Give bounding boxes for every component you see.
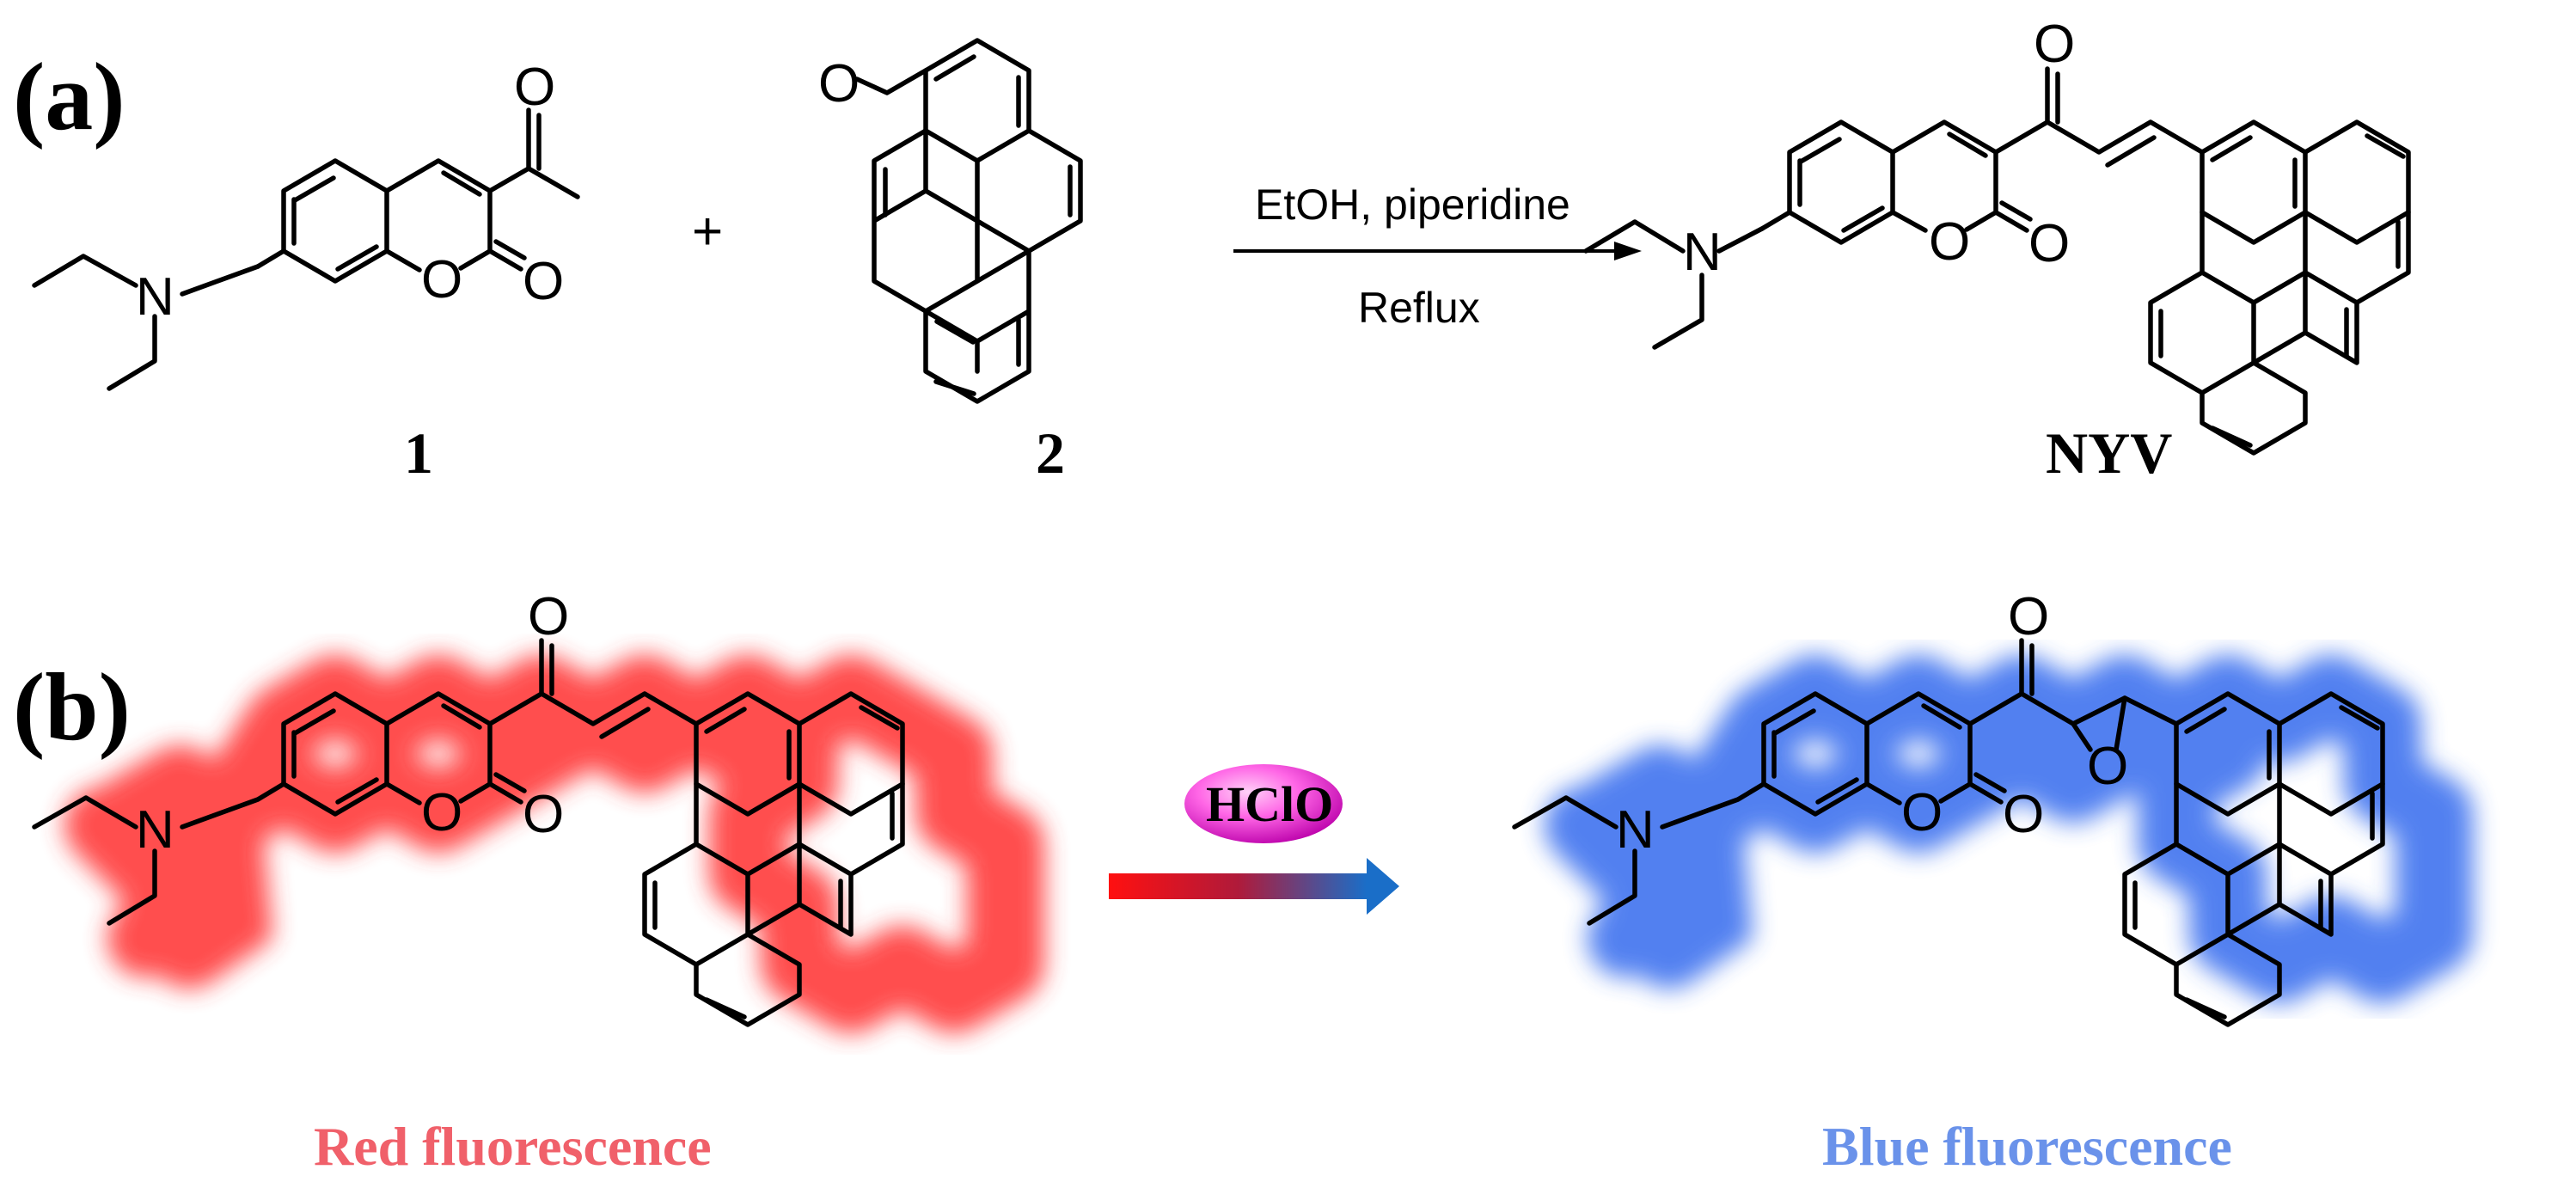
reaction-arrow-a <box>1233 242 1642 260</box>
acetyl-oxygen-atom: O <box>514 58 555 117</box>
ketone-oxygen-atom: O <box>2008 587 2049 646</box>
lactone-carbonyl-oxygen-atom: O <box>2028 214 2070 273</box>
panel-label-b: (b) <box>13 654 131 761</box>
compound-1-structure: N O O O <box>32 58 580 391</box>
nitrogen-atom: N <box>1683 223 1722 282</box>
condition-reflux: Reflux <box>1358 284 1480 332</box>
ring-oxygen-atom: O <box>1929 212 1970 272</box>
panel-label-a: (a) <box>13 44 125 150</box>
ring-oxygen-atom: O <box>1901 783 1943 842</box>
product-nyv-structure: N O O O <box>1583 15 2411 456</box>
hclo-reagent-badge: HClO <box>1184 764 1343 843</box>
epoxide-oxygen-atom: O <box>2087 737 2128 796</box>
red-fluorescence-caption: Red fluorescence <box>314 1116 712 1177</box>
aldehyde-oxygen-atom: O <box>818 54 860 113</box>
compound-2-label: 2 <box>1036 420 1065 486</box>
carbonyl-oxygen-atom: O <box>523 252 564 311</box>
compound-1-label: 1 <box>404 420 433 486</box>
transformation-arrow <box>1109 858 1399 915</box>
enone-oxygen-atom: O <box>2034 15 2075 74</box>
compound-2-structure: O <box>818 38 1083 404</box>
lactone-carbonyl-oxygen-atom: O <box>523 785 564 844</box>
product-label: NYV <box>2046 420 2172 486</box>
enone-oxygen-atom: O <box>528 587 569 646</box>
plus-sign: + <box>692 202 723 261</box>
red-glow-halo <box>64 655 1044 1033</box>
lactone-carbonyl-oxygen-atom: O <box>2003 785 2044 844</box>
blue-fluorescence-caption: Blue fluorescence <box>1822 1116 2232 1177</box>
nyv-red-fluorescent: N O O O <box>32 587 1044 1033</box>
ring-oxygen-atom: O <box>421 783 462 842</box>
nitrogen-atom: N <box>136 267 174 327</box>
nitrogen-atom: N <box>1616 800 1655 860</box>
ring-oxygen-atom: O <box>421 250 462 309</box>
nitrogen-atom: N <box>136 800 174 860</box>
condition-solvent-catalyst: EtOH, piperidine <box>1255 181 1570 229</box>
epoxide-blue-fluorescent: N O O O O <box>1512 587 2473 1027</box>
hclo-label: HClO <box>1206 776 1333 832</box>
